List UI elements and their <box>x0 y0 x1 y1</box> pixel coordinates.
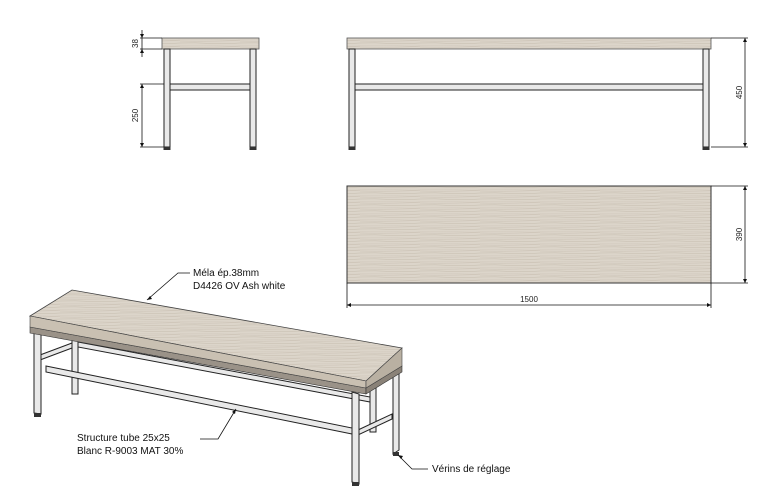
iso-top-right-edge <box>365 347 403 389</box>
annotation-frame-line1: Structure tube 25x25 <box>77 433 170 444</box>
annotation-feet-label: Vérins de réglage <box>432 464 511 475</box>
side-view: 38 250 <box>131 30 260 150</box>
front-view: 450 <box>346 37 748 150</box>
iso-leg-front-right <box>351 391 360 485</box>
front-view-top <box>346 37 712 50</box>
front-view-leg-right <box>702 48 710 148</box>
dimension-top-thickness: 38 <box>131 39 140 48</box>
iso-leg-front-left <box>33 329 42 415</box>
side-view-foot-right <box>249 147 257 150</box>
annotation-frame: Structure tube 25x25 Blanc R-9003 MAT 30… <box>77 408 237 457</box>
dimension-depth: 390 <box>735 227 744 241</box>
top-view-board <box>346 185 712 284</box>
dimension-length: 1500 <box>520 295 538 304</box>
iso-leg-right-back-near <box>392 367 400 455</box>
side-view-leg-right <box>249 48 257 148</box>
annotation-top-material: Méla ép.38mm D4426 OV Ash white <box>146 268 286 301</box>
dimension-stretcher-height: 250 <box>131 108 140 122</box>
side-view-leg-left <box>163 48 171 148</box>
iso-foot-front-right <box>352 482 359 486</box>
front-view-leg-left <box>348 48 356 148</box>
front-view-foot-left <box>348 147 356 150</box>
top-view: 390 1500 <box>346 185 748 308</box>
iso-foot-right <box>393 452 399 456</box>
side-view-top <box>161 37 260 50</box>
dimension-total-height: 450 <box>735 85 744 99</box>
isometric-view <box>28 289 403 486</box>
iso-stretcher-back <box>77 341 371 403</box>
annotation-top-material-line2: D4426 OV Ash white <box>193 281 286 292</box>
side-view-stretcher <box>169 83 251 91</box>
front-view-stretcher <box>354 83 704 91</box>
annotation-frame-line2: Blanc R-9003 MAT 30% <box>77 446 183 457</box>
annotation-feet: Vérins de réglage <box>397 454 511 475</box>
iso-foot-front-left <box>34 413 41 417</box>
annotation-top-material-line1: Méla ép.38mm <box>193 268 259 279</box>
front-view-foot-right <box>702 147 710 150</box>
side-view-foot-left <box>163 147 171 150</box>
iso-stretcher-left <box>39 342 73 361</box>
